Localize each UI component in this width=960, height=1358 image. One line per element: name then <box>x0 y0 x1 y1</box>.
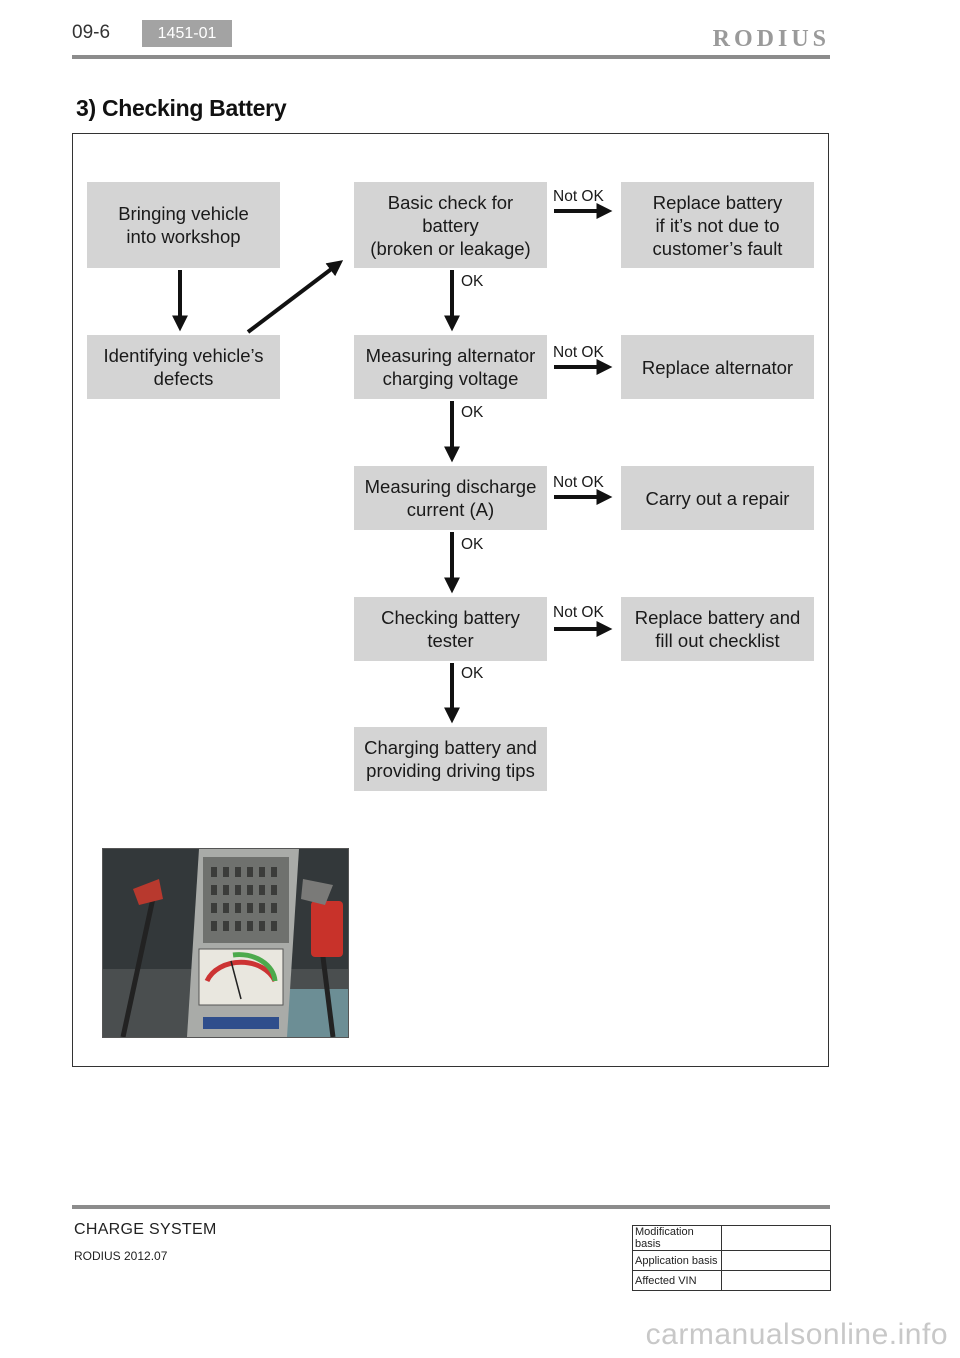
step-basic-check: Basic check for battery (broken or leaka… <box>354 182 547 268</box>
step-identifying-defects: Identifying vehicle’s defects <box>87 335 280 399</box>
table-row: Application basis <box>632 1250 831 1271</box>
label-ok-1: OK <box>461 273 484 290</box>
page-number: 09-6 <box>72 22 111 43</box>
action-carry-out-repair: Carry out a repair <box>621 466 814 530</box>
label-ok-2: OK <box>461 404 484 421</box>
action-replace-alternator: Replace alternator <box>621 335 814 399</box>
step-checking-tester: Checking battery tester <box>354 597 547 661</box>
step-measuring-discharge: Measuring discharge current (A) <box>354 466 547 530</box>
footer-divider <box>72 1205 830 1209</box>
action-replace-battery: Replace battery if it’s not due to custo… <box>621 182 814 268</box>
step-bringing-vehicle: Bringing vehicle into workshop <box>87 182 280 268</box>
revision-label: Affected VIN <box>632 1270 722 1291</box>
brand-logo: RODIUS <box>712 26 830 52</box>
section-title: 3) Checking Battery <box>76 95 287 121</box>
step-charging-battery: Charging battery and providing driving t… <box>354 727 547 791</box>
battery-tester-photo <box>102 848 349 1038</box>
watermark: carmanualsonline.info <box>645 1318 948 1351</box>
footer-model-date: RODIUS 2012.07 <box>74 1249 168 1263</box>
table-row: Modification basis <box>632 1225 831 1251</box>
header-divider <box>72 55 830 59</box>
section-code-badge: 1451-01 <box>142 20 232 47</box>
flowchart-frame <box>72 133 829 1067</box>
revision-value <box>721 1250 831 1271</box>
revision-value <box>721 1225 831 1251</box>
step-measuring-alternator: Measuring alternator charging voltage <box>354 335 547 399</box>
table-row: Affected VIN <box>632 1270 831 1291</box>
revision-label: Application basis <box>632 1250 722 1271</box>
label-not-ok-2: Not OK <box>553 344 604 361</box>
revision-label: Modification basis <box>632 1225 722 1251</box>
label-ok-3: OK <box>461 536 484 553</box>
label-not-ok-3: Not OK <box>553 474 604 491</box>
label-not-ok-4: Not OK <box>553 604 604 621</box>
action-replace-and-checklist: Replace battery and fill out checklist <box>621 597 814 661</box>
label-not-ok-1: Not OK <box>553 188 604 205</box>
footer-chapter-title: CHARGE SYSTEM <box>74 1221 217 1238</box>
revision-table: Modification basis Application basis Aff… <box>632 1225 831 1291</box>
arrow-identifying-to-basic <box>246 260 344 334</box>
revision-value <box>721 1270 831 1291</box>
label-ok-4: OK <box>461 665 484 682</box>
